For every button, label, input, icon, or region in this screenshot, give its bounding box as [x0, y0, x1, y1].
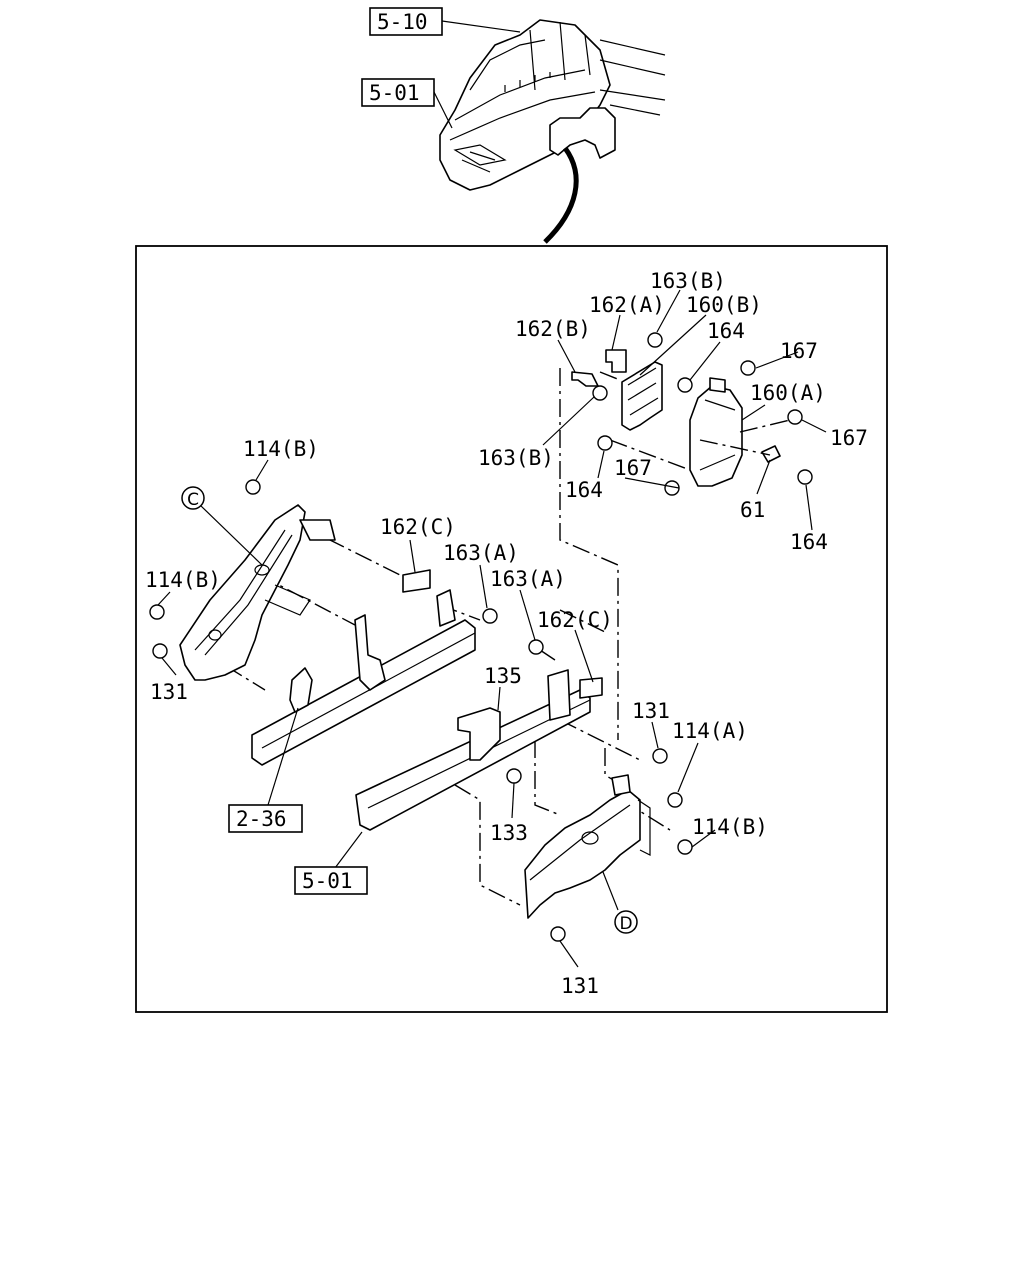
bracket-135 — [457, 707, 501, 761]
label-164-top: 164 — [707, 319, 745, 343]
bolt-163b-left-icon — [592, 385, 608, 401]
fastener-bolts — [149, 332, 813, 942]
frame-rail-upper — [251, 569, 476, 766]
bolt-114a-icon — [667, 792, 683, 808]
label-162b: 162(B) — [515, 317, 591, 341]
label-167-b: 167 — [830, 426, 868, 450]
label-162c-left: 162(C) — [380, 515, 456, 539]
bolt-167-a-icon — [740, 360, 756, 376]
label-160a: 160(A) — [750, 381, 826, 405]
label-163a-a: 163(A) — [443, 541, 519, 565]
bolt-164-right-icon — [797, 469, 813, 485]
bolt-114b-right-icon — [677, 839, 693, 855]
callout-c-letter: C — [187, 490, 199, 510]
label-164-mid: 164 — [565, 478, 603, 502]
label-131-bottom: 131 — [561, 974, 599, 998]
label-164-right: 164 — [790, 530, 828, 554]
label-61: 61 — [740, 498, 765, 522]
callout-d: D — [614, 910, 638, 934]
bolt-163a-a-icon — [482, 608, 498, 624]
clip-2-36 — [289, 667, 313, 713]
bolt-114b-top-icon — [245, 479, 261, 495]
ref-2-36-text: 2-36 — [236, 807, 287, 831]
label-167-a: 167 — [780, 339, 818, 363]
mudguard-assembly — [571, 349, 781, 487]
label-163a-b: 163(A) — [490, 567, 566, 591]
ref-box-5-10: 5-10 — [369, 7, 521, 36]
bolt-164-top-icon — [677, 377, 693, 393]
assembly-lines — [199, 368, 791, 906]
label-167-c: 167 — [614, 456, 652, 480]
callout-d-letter: D — [619, 914, 632, 934]
label-163b-left: 163(B) — [478, 446, 554, 470]
bolt-167-b-icon — [787, 409, 803, 425]
left-bracket-c — [179, 504, 336, 681]
bolt-131-left-icon — [152, 643, 168, 659]
ref-5-01-detail-text: 5-01 — [302, 869, 353, 893]
detail-frame — [135, 245, 888, 1013]
ref-box-5-01-detail: 5-01 — [294, 866, 368, 895]
label-114b-right: 114(B) — [692, 815, 768, 839]
label-114a: 114(A) — [672, 719, 748, 743]
label-131-left: 131 — [150, 680, 188, 704]
bolt-131-bottom-icon — [550, 926, 566, 942]
bolt-164-mid-icon — [597, 435, 613, 451]
label-133: 133 — [490, 821, 528, 845]
ref-box-2-36: 2-36 — [228, 804, 303, 833]
overview-frame-sketch — [439, 19, 666, 244]
label-131-right: 131 — [632, 699, 670, 723]
bolt-114b-left-icon — [149, 604, 165, 620]
callout-c: C — [181, 486, 205, 510]
bolt-131-right-icon — [652, 748, 668, 764]
part-labels: 163(B) 162(A) 160(B) 162(B) 164 167 160(… — [145, 269, 868, 998]
label-162c-right: 162(C) — [537, 608, 613, 632]
label-163b-top: 163(B) — [650, 269, 726, 293]
bolt-133-icon — [506, 768, 522, 784]
label-162a: 162(A) — [589, 293, 665, 317]
bolt-163b-top-icon — [647, 332, 663, 348]
right-bracket-d — [524, 774, 651, 919]
label-114b-left: 114(B) — [145, 568, 221, 592]
leader-lines — [157, 289, 827, 968]
ref-5-01-top-text: 5-01 — [369, 81, 420, 105]
ref-box-5-01-top: 5-01 — [361, 78, 453, 129]
label-135: 135 — [484, 664, 522, 688]
label-160b: 160(B) — [686, 293, 762, 317]
label-114b-top: 114(B) — [243, 437, 319, 461]
bolt-163a-b-icon — [528, 639, 544, 655]
ref-5-10-text: 5-10 — [377, 10, 428, 34]
